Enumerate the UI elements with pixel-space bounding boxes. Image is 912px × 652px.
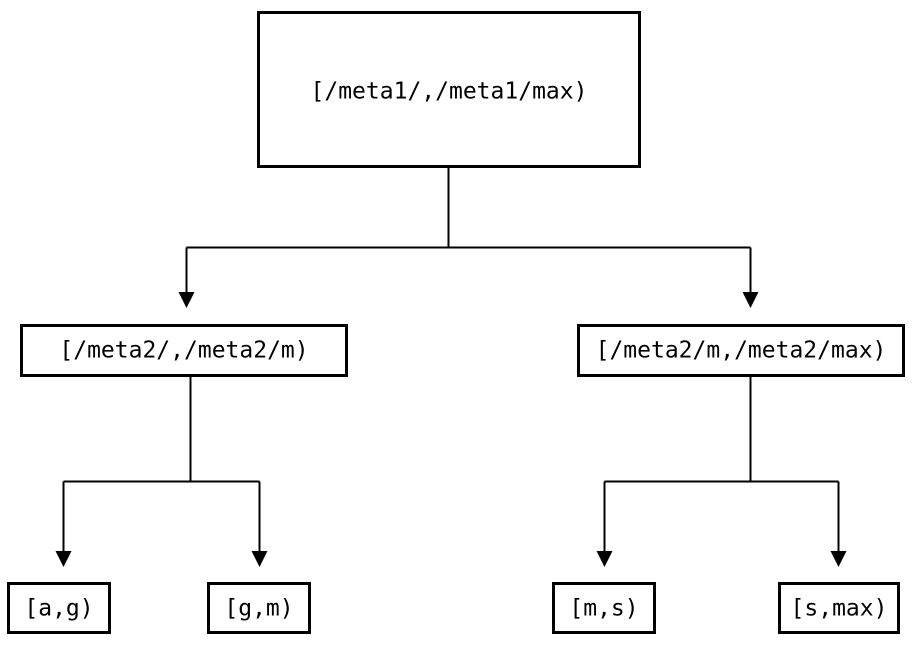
node-leaf-2[interactable]: [g,m) <box>207 582 311 634</box>
arrowhead-down-icon-mid-right <box>742 292 759 308</box>
node-root-label: [/meta1/,/meta1/max) <box>311 79 588 105</box>
node-mid-right[interactable]: [/meta2/m,/meta2/max) <box>577 324 905 377</box>
edge-root-to-mid-group <box>178 166 759 308</box>
node-root[interactable]: [/meta1/,/meta1/max) <box>257 11 641 168</box>
node-mid-right-box[interactable] <box>577 324 905 377</box>
node-leaf-4[interactable]: [s,max) <box>778 582 900 634</box>
node-leaf-4-box[interactable] <box>778 582 900 634</box>
node-leaf-2-box[interactable] <box>207 582 311 634</box>
node-mid-left[interactable]: [/meta2/,/meta2/m) <box>20 324 348 377</box>
arrowhead-down-icon-mid-left <box>178 292 195 308</box>
node-root-box[interactable] <box>257 11 641 168</box>
node-mid-left-label: [/meta2/,/meta2/m) <box>59 338 308 364</box>
node-leaf-3-label: [m,s) <box>569 596 638 622</box>
node-leaf-2-label: [g,m) <box>224 596 293 622</box>
edge-midright-to-leaves-group <box>596 376 847 567</box>
node-leaf-1-box[interactable] <box>7 582 111 634</box>
node-mid-left-box[interactable] <box>20 324 348 377</box>
node-mid-right-label: [/meta2/m,/meta2/max) <box>596 338 887 364</box>
arrowhead-down-icon-leaf2 <box>251 551 268 567</box>
arrowhead-down-icon-leaf4 <box>830 551 847 567</box>
node-leaf-4-label: [s,max) <box>791 596 888 622</box>
arrowhead-down-icon-leaf3 <box>596 551 613 567</box>
node-leaf-3-box[interactable] <box>552 582 656 634</box>
node-leaf-1[interactable]: [a,g) <box>7 582 111 634</box>
node-leaf-1-label: [a,g) <box>24 596 93 622</box>
arrowhead-down-icon-leaf1 <box>55 551 72 567</box>
edge-midleft-to-leaves-group <box>55 376 268 567</box>
node-leaf-3[interactable]: [m,s) <box>552 582 656 634</box>
